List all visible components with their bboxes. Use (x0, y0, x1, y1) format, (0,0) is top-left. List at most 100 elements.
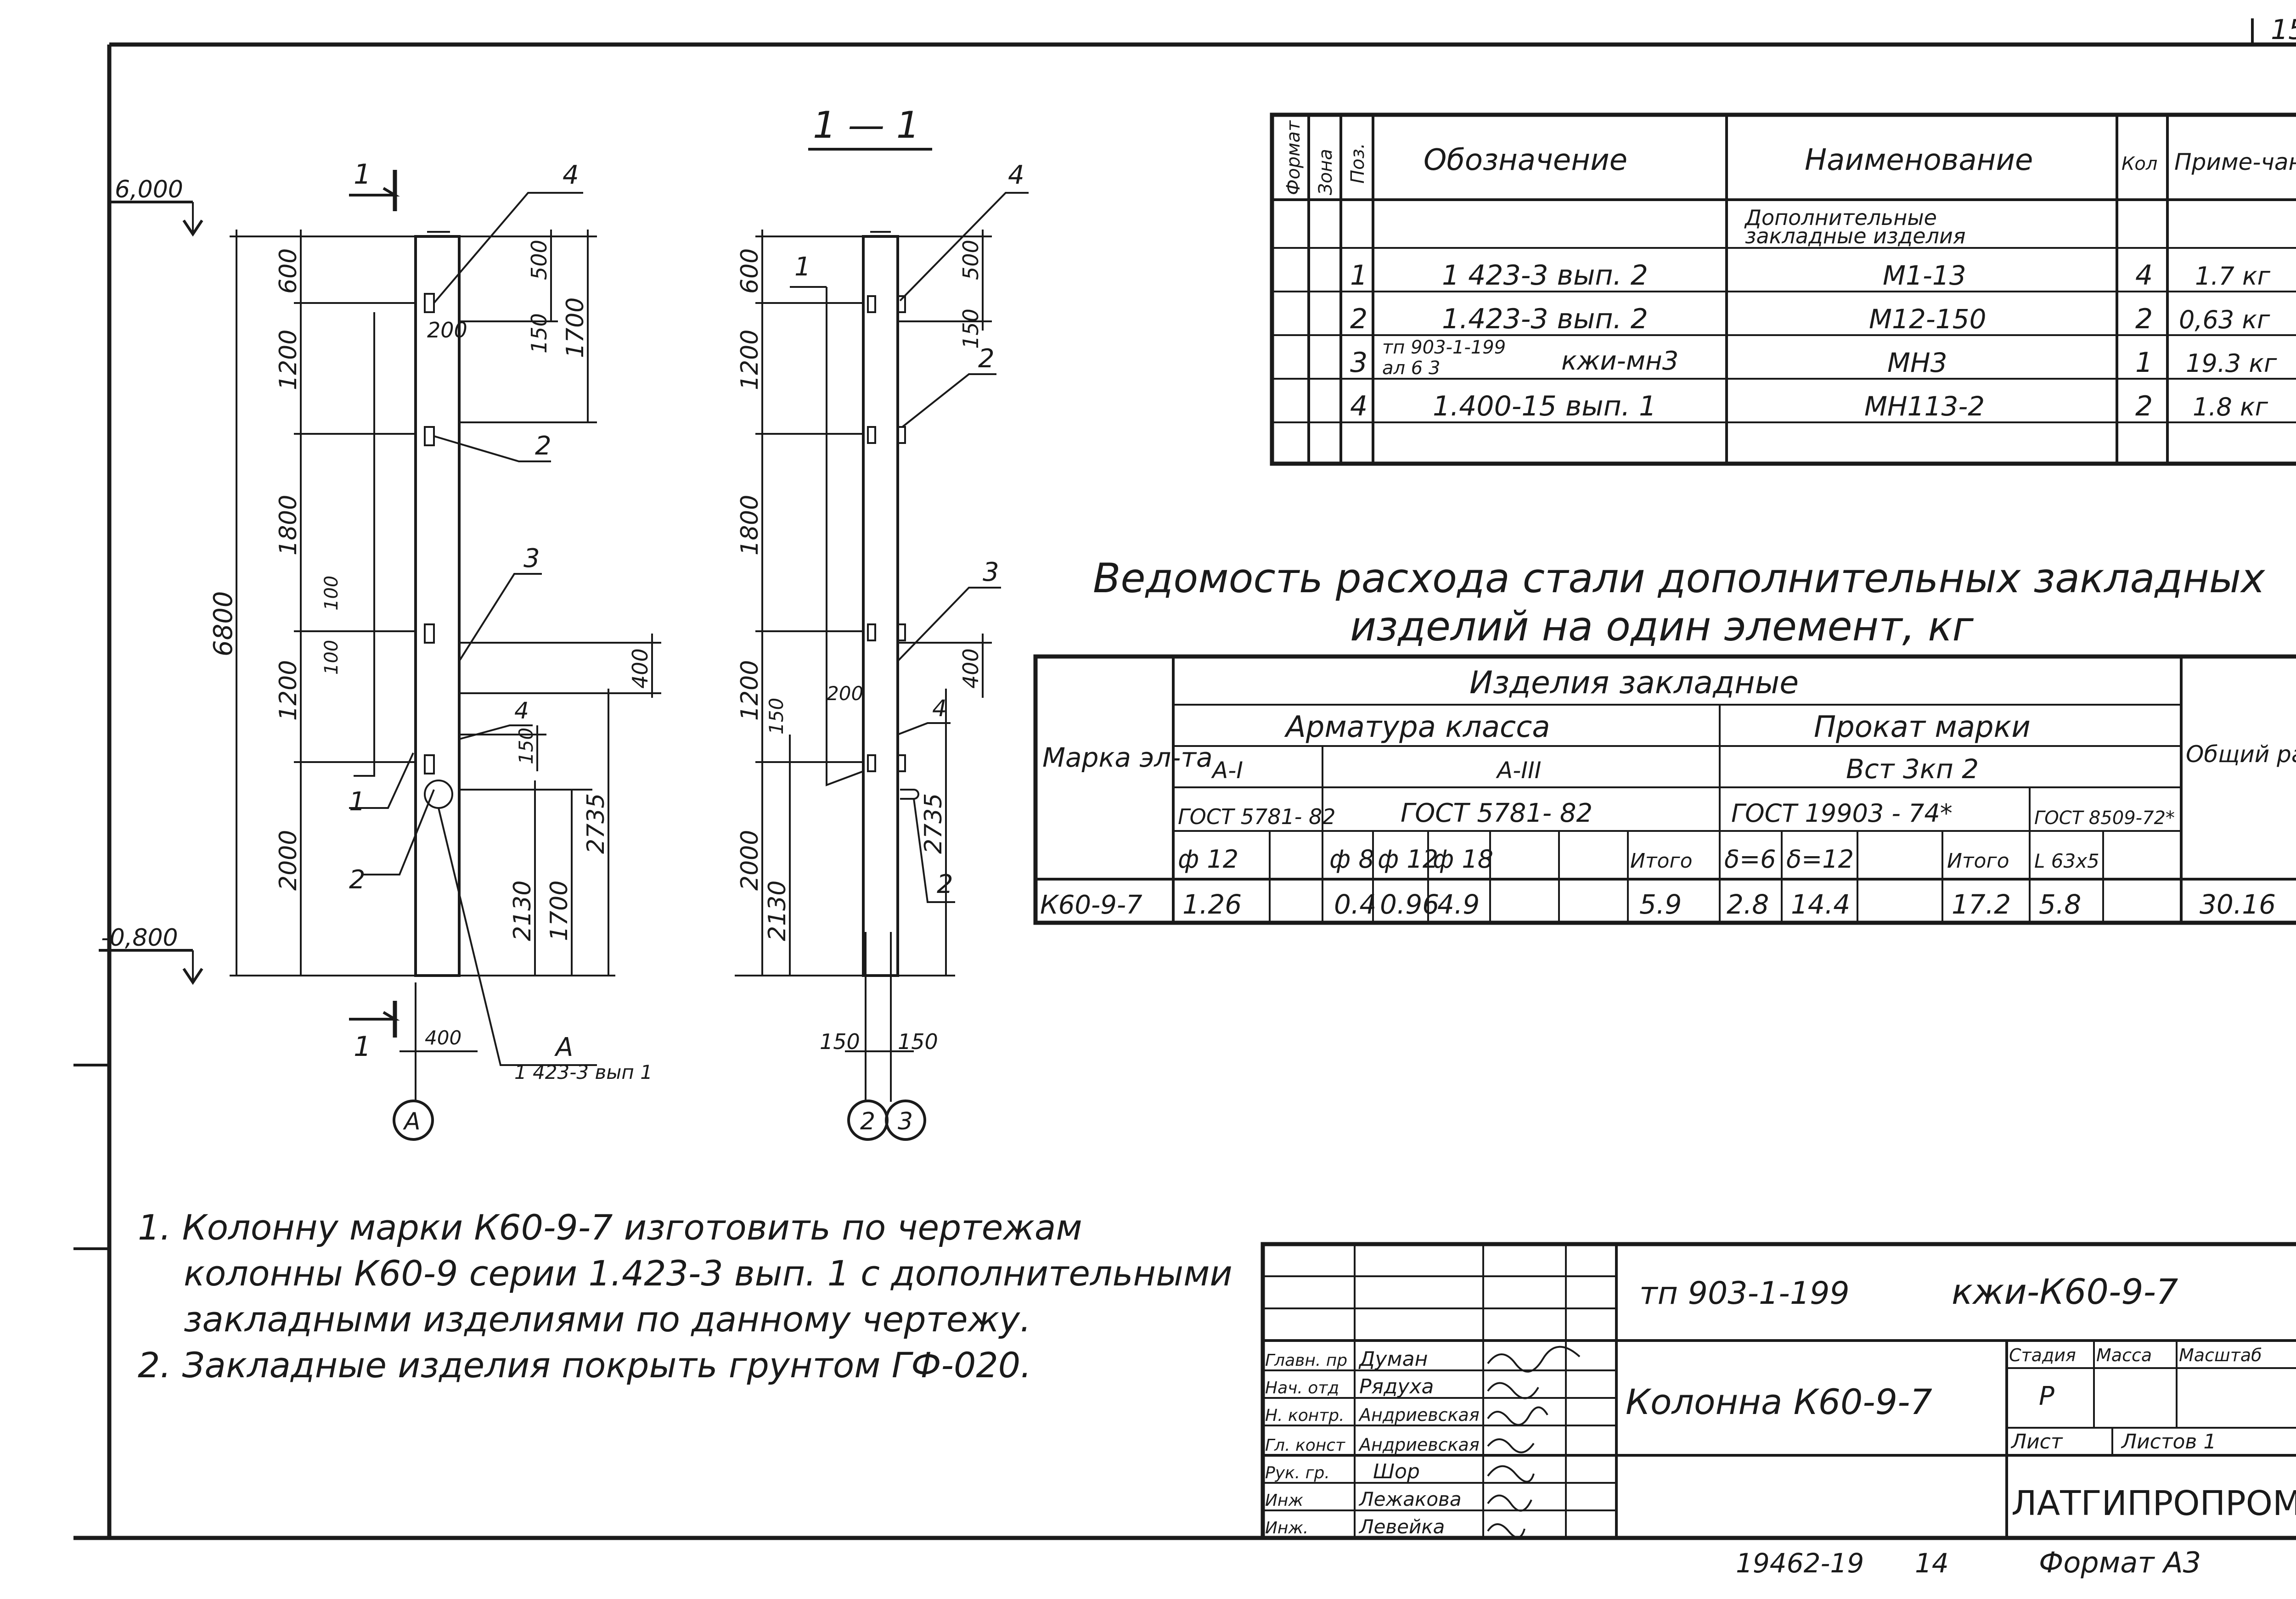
steel-val-1: 1.26 (1182, 889, 1242, 920)
steel-rolled-header: Прокат марки (1814, 710, 2031, 744)
sec-dim-2000: 2000 (736, 830, 764, 891)
sec-callout-3: 3 (983, 557, 999, 587)
spec-group-label-2: закладные изделия (1745, 224, 1966, 248)
note-line-1: 1. Колонну марки К60-9-7 изготовить по ч… (138, 1207, 1082, 1248)
sec-callout-2: 2 (978, 344, 995, 374)
spec-row3-qty: 1 (2135, 347, 2153, 379)
steel-gost-a3: ГОСТ 5781- 82 (1401, 798, 1593, 828)
small-dim-2: 100 (321, 640, 342, 675)
spec-row1-name: М1-13 (1883, 260, 1966, 291)
steel-group-header: Изделия закладные (1469, 665, 1799, 701)
detail-ref-text: 1 423-3 вып 1 (514, 1061, 653, 1083)
title-block: тп 903-1-199 кжи-К60-9-7 Колонна К60-9-7… (1261, 1242, 2296, 1540)
spec-row2-designation: 1.423-3 вып. 2 (1442, 303, 1648, 335)
tb-sheets-label: Листов 1 (2121, 1430, 2216, 1453)
axis-label-a: А (403, 1108, 421, 1135)
dim-left-2: 1200 (275, 330, 302, 390)
sec-offset-right: 150 (898, 1029, 938, 1054)
sec-dim-500: 500 (958, 240, 983, 280)
spec-header-pos: Поз. (1347, 143, 1368, 184)
sec-dim-150: 150 (765, 698, 788, 735)
steel-col-f12: ф 12 (1178, 845, 1238, 874)
level-top: 6,000 (115, 176, 183, 203)
note-line-3: закладными изделиями по данному чертежу. (184, 1299, 1031, 1340)
tb-name-7: Левейка (1358, 1515, 1445, 1538)
steel-col-f12b: ф 12 (1378, 845, 1438, 874)
tb-stage-label: Стадия (2009, 1345, 2076, 1365)
steel-val-12: 5.8 (2039, 889, 2081, 920)
notes: 1. Колонну марки К60-9-7 изготовить по ч… (138, 1207, 1232, 1386)
dim-right-150b: 150 (515, 728, 537, 764)
steel-row-mark: К60-9-7 (1040, 890, 1142, 920)
spec-row2-qty: 2 (2135, 303, 2153, 335)
steel-val-3: 0.4 (1334, 889, 1376, 920)
steel-val-9: 14.4 (1791, 889, 1850, 920)
dim-left-5: 2000 (275, 830, 302, 891)
steel-val-7: 5.9 (1639, 889, 1682, 920)
dim-left-3: 1800 (275, 495, 302, 555)
level-bottom: -0,800 (101, 924, 178, 952)
dim-right-2735: 2735 (582, 793, 610, 854)
steel-title-line1: Ведомость расхода стали дополнительных з… (1093, 555, 2265, 602)
tb-name-2: Рядуха (1359, 1375, 1434, 1398)
sec-dim-2130: 2130 (764, 881, 791, 941)
spec-row3-note: 19.3 кг (2186, 349, 2277, 378)
sec-callout-4: 4 (1008, 160, 1024, 190)
steel-val-4: 0.96 (1380, 889, 1439, 920)
sec-axis-label-2: 2 (860, 1108, 875, 1135)
spec-header-qty: Кол (2122, 153, 2157, 174)
tb-organization: ЛАТГИПРОПРОМ (2011, 1484, 2296, 1523)
dim-right-1700a: 1700 (562, 297, 589, 358)
spec-row3-pos: 3 (1350, 347, 1367, 379)
steel-val-11: 17.2 (1952, 889, 2011, 920)
sec-dim-150r: 150 (958, 309, 983, 349)
sec-callout-4b: 4 (932, 695, 947, 722)
sec-axis-label-3: 3 (898, 1108, 913, 1135)
footer-format: Формат А3 (2039, 1546, 2201, 1579)
dim-left-1: 600 (275, 248, 302, 294)
total-height: 6800 (208, 591, 238, 656)
tb-name-6: Лежакова (1358, 1488, 1462, 1510)
steel-armature-header: Арматура класса (1284, 710, 1550, 744)
steel-gost-rolled2: ГОСТ 8509-72* (2034, 808, 2175, 829)
sec-offset-left: 150 (820, 1029, 860, 1054)
steel-class-a3: А-III (1496, 757, 1541, 784)
tb-role-3: Н. контр. (1265, 1406, 1345, 1425)
steel-col-f18: ф 18 (1433, 845, 1493, 874)
signature-marks (1487, 1346, 1581, 1538)
sec-dim-200: 200 (827, 682, 863, 705)
dim-right-150: 150 (527, 313, 551, 353)
axis-marker (393, 1100, 434, 1141)
callout-3: 3 (523, 544, 540, 573)
steel-col-angle: L 63x5 (2034, 850, 2099, 872)
tb-scale-label: Масштаб (2179, 1345, 2262, 1365)
spec-group-label-1: Дополнительные (1744, 205, 1937, 230)
spec-row4-pos: 4 (1350, 390, 1367, 422)
section-view: 1 — 1 600 1200 1800 1200 150 2000 2130 5… (735, 104, 1029, 1141)
spec-row3-name: МН3 (1887, 347, 1947, 378)
sec-axis-3 (885, 1100, 926, 1141)
steel-gost-rolled1: ГОСТ 19903 - 74* (1731, 799, 1953, 828)
callout-1: 1 (349, 787, 366, 817)
steel-mark-header: Марка эл-та (1042, 742, 1213, 773)
spec-header-designation: Обозначение (1424, 143, 1627, 177)
tb-name-4: Андриевская (1358, 1435, 1480, 1455)
spec-row4-designation: 1.400-15 вып. 1 (1433, 390, 1656, 422)
callout-2-mid: 2 (535, 431, 551, 461)
steel-grade: Вст 3кп 2 (1846, 753, 1979, 785)
spec-row1-qty: 4 (2135, 259, 2153, 292)
steel-col-d6: δ=6 (1724, 845, 1776, 874)
dim-left-4: 1200 (275, 660, 302, 721)
spec-row4-name: МН113-2 (1864, 391, 1985, 422)
tb-drawing-name: Колонна К60-9-7 (1626, 1381, 1932, 1422)
tb-mass-label: Масса (2096, 1345, 2152, 1365)
dim-right-400: 400 (628, 648, 653, 689)
steel-title-line2: изделий на один элемент, кг (1350, 603, 1974, 650)
callout-4-low: 4 (514, 697, 529, 724)
callout-4-top: 4 (563, 160, 579, 190)
spec-row4-qty: 2 (2135, 390, 2153, 422)
steel-table: Ведомость расхода стали дополнительных з… (1033, 555, 2296, 925)
spec-row3-designation-bottom: ал 6 3 (1382, 358, 1440, 379)
sec-dim-1800: 1800 (736, 495, 764, 555)
